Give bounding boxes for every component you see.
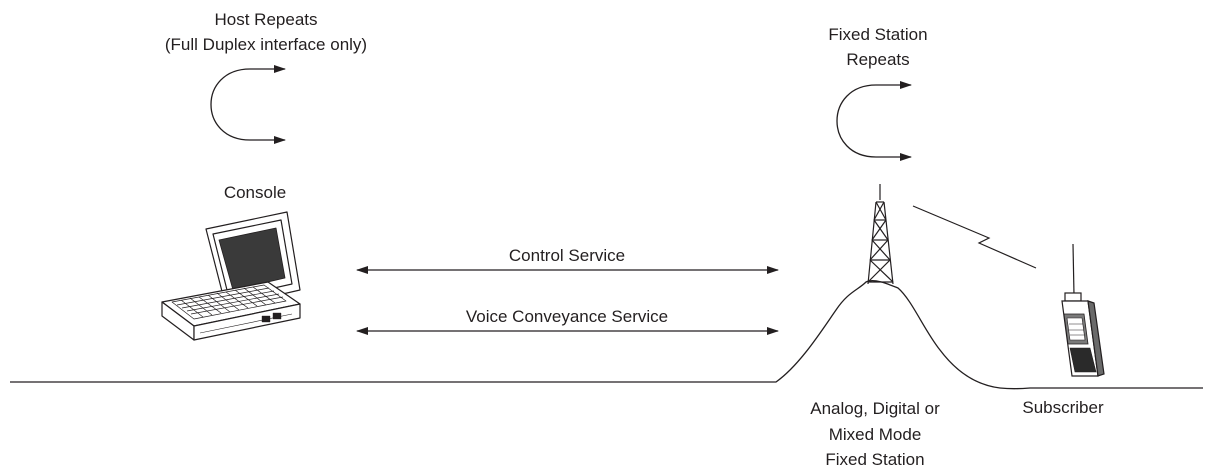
lightning-link-icon	[912, 205, 1037, 269]
ground-line	[10, 280, 1203, 390]
fixed-station-label-line2: Mixed Mode	[829, 425, 922, 444]
host-repeat-loop-icon	[210, 65, 286, 144]
host-repeats-subtitle: (Full Duplex interface only)	[165, 35, 367, 54]
fixed-station-repeats-title: Fixed Station	[828, 25, 927, 44]
handheld-radio-icon	[1061, 243, 1105, 377]
fixed-station-repeat-loop-icon	[836, 81, 912, 161]
host-repeats-title: Host Repeats	[215, 10, 318, 29]
subscriber-label: Subscriber	[1022, 398, 1104, 417]
voice-conveyance-label: Voice Conveyance Service	[466, 307, 668, 326]
fixed-station-label-line3: Fixed Station	[825, 450, 924, 469]
control-service-label: Control Service	[509, 246, 625, 265]
laptop-console-icon	[161, 211, 301, 341]
console-label: Console	[224, 183, 286, 202]
radio-tower-icon	[867, 184, 894, 285]
fixed-station-repeats-subtitle: Repeats	[846, 50, 909, 69]
fixed-station-label-line1: Analog, Digital or	[810, 399, 940, 418]
